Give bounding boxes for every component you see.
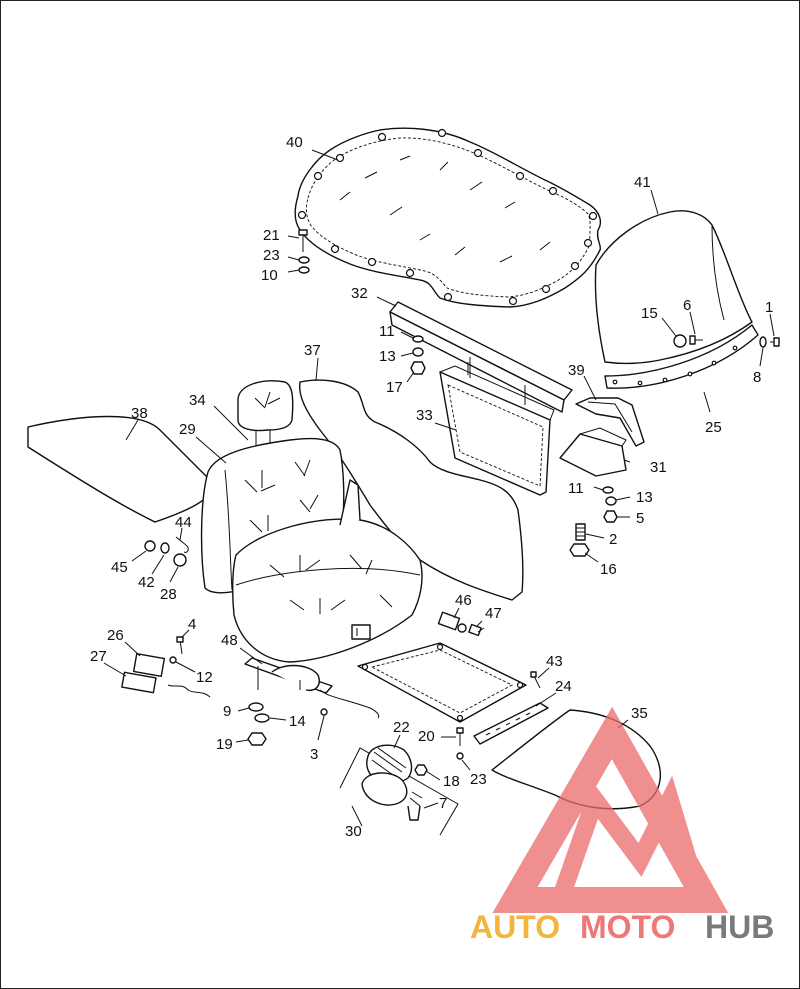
callout-41: 41 — [634, 174, 651, 191]
part-42-washer — [160, 542, 170, 554]
callout-44: 44 — [175, 514, 192, 531]
part-46-latch — [437, 611, 467, 633]
part-13-washer — [412, 347, 424, 357]
part-44-pin — [175, 536, 189, 553]
callout-35: 35 — [631, 705, 648, 722]
callout-47: 47 — [485, 605, 502, 622]
part-30-pedal-group — [339, 744, 459, 836]
callout-10: 10 — [261, 267, 278, 284]
callout-2: 2 — [609, 531, 617, 548]
part-31-bracket — [559, 427, 627, 477]
callout-17: 17 — [386, 379, 403, 396]
part-43-screw — [530, 671, 541, 689]
part-2-stud — [575, 523, 586, 541]
callout-9: 9 — [223, 703, 231, 720]
callout-40: 40 — [286, 134, 303, 151]
callout-20: 20 — [418, 728, 435, 745]
part-41-windshield — [594, 210, 759, 389]
callout-8: 8 — [753, 369, 761, 386]
callout-14: 14 — [289, 713, 306, 730]
callout-13a: 13 — [379, 348, 396, 365]
callout-11a: 11 — [379, 323, 395, 340]
part-decal-strip — [167, 684, 211, 698]
callout-48: 48 — [221, 632, 238, 649]
part-26-plate — [132, 653, 166, 677]
part-6-screw — [689, 335, 703, 345]
part-9-washer — [248, 702, 264, 712]
callout-25: 25 — [705, 419, 722, 436]
part-21-bolt — [298, 229, 308, 252]
callout-24: 24 — [555, 678, 572, 695]
callout-45: 45 — [111, 559, 128, 576]
callout-18: 18 — [443, 773, 460, 790]
callout-21: 21 — [263, 227, 280, 244]
part-5-nut — [603, 510, 618, 523]
part-17-nut — [410, 361, 426, 375]
callout-37: 37 — [304, 342, 321, 359]
part-28-ring — [173, 553, 187, 567]
callout-46: 46 — [455, 592, 472, 609]
part-11-washer — [412, 335, 424, 343]
callout-7: 7 — [439, 795, 447, 812]
callout-5: 5 — [636, 510, 644, 527]
watermark-hub: HUB — [705, 909, 774, 945]
callout-4: 4 — [188, 616, 196, 633]
part-8-washer — [759, 336, 767, 348]
callout-31: 31 — [650, 459, 667, 476]
callout-26: 26 — [107, 627, 124, 644]
part-24-step-strip — [473, 702, 549, 745]
part-23-washer-b — [456, 752, 464, 760]
part-23-washer — [298, 256, 310, 264]
part-1-screw — [770, 337, 780, 347]
callout-19: 19 — [216, 736, 233, 753]
part-13-washer-b — [605, 496, 617, 506]
part-11-washer-b — [602, 486, 614, 494]
callout-15: 15 — [641, 305, 658, 322]
watermark-text: AUTO MOTO HUB — [470, 909, 774, 945]
callout-11b: 11 — [568, 480, 584, 497]
part-39-bracket — [575, 397, 645, 447]
part-19-nut — [247, 732, 267, 746]
part-45-clip — [144, 540, 156, 552]
callout-23b: 23 — [470, 771, 487, 788]
callout-30: 30 — [345, 823, 362, 840]
callout-13b: 13 — [636, 489, 653, 506]
part-frame-plate — [357, 642, 527, 723]
callout-39: 39 — [568, 362, 585, 379]
callout-16: 16 — [600, 561, 617, 578]
part-10-nut — [298, 266, 310, 274]
callout-29: 29 — [179, 421, 196, 438]
callout-6: 6 — [683, 297, 691, 314]
part-48-rail — [244, 657, 380, 719]
callout-33: 33 — [416, 407, 433, 424]
part-4-screw — [176, 636, 184, 655]
callout-32: 32 — [351, 285, 368, 302]
callout-27: 27 — [90, 648, 107, 665]
callout-12: 12 — [196, 669, 213, 686]
watermark-auto: AUTO — [470, 909, 560, 945]
part-14-washer — [254, 713, 270, 723]
callout-28: 28 — [160, 586, 177, 603]
callout-22: 22 — [393, 719, 410, 736]
callout-42: 42 — [138, 574, 155, 591]
watermark-moto: MOTO — [580, 909, 675, 945]
callout-43: 43 — [546, 653, 563, 670]
callout-38: 38 — [131, 405, 148, 422]
callout-3: 3 — [310, 746, 318, 763]
watermark-logo — [492, 706, 729, 913]
part-29-seat — [200, 380, 423, 663]
part-40-cover — [294, 127, 602, 308]
callout-23a: 23 — [263, 247, 280, 264]
part-20-screw — [456, 727, 464, 746]
callout-1: 1 — [765, 299, 773, 316]
callout-34: 34 — [189, 392, 206, 409]
part-12-rivet — [169, 656, 177, 664]
part-15-nut — [673, 334, 687, 348]
part-16-nut — [569, 543, 590, 557]
part-27-plate — [121, 671, 157, 694]
